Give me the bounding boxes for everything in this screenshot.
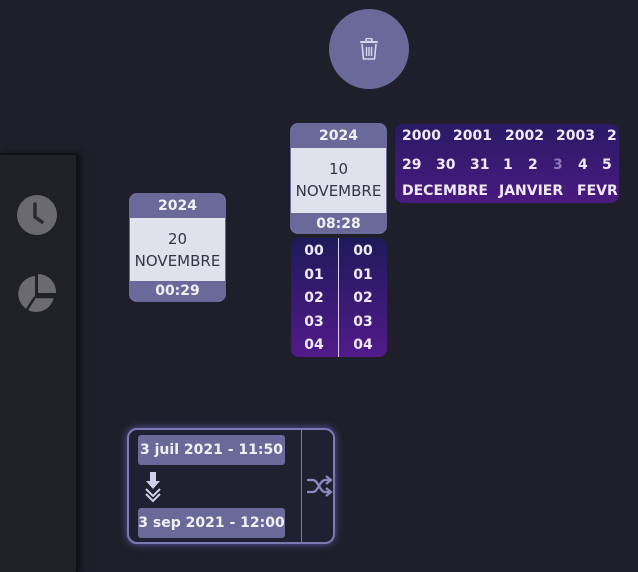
date-range-panel: 3 juil 2021 - 11:50 3 sep 2021 - 12:00 [127, 428, 335, 544]
sidebar [0, 153, 78, 572]
minute-option[interactable]: 01 [353, 266, 373, 283]
hour-option[interactable]: 01 [304, 266, 324, 283]
clock-button[interactable] [16, 194, 58, 236]
time-picker-divider [338, 238, 339, 357]
day-option[interactable]: 5 [602, 157, 612, 173]
hour-option[interactable]: 02 [304, 290, 324, 306]
date-card-year: 2024 [130, 194, 225, 218]
minute-column[interactable]: 00 01 02 03 04 [340, 240, 386, 357]
month-option[interactable]: FEVR [577, 183, 618, 199]
month-option[interactable]: DECEMBRE [402, 183, 488, 199]
date-card-day: 10 [328, 160, 349, 178]
stats-button[interactable] [16, 273, 58, 315]
date-card[interactable]: 2024 20 NOVEMBRE 00:29 [129, 193, 226, 302]
date-picker[interactable]: 2000 2001 2002 2003 2 29 30 31 1 2 3 4 5… [395, 124, 619, 203]
trash-icon [360, 38, 378, 60]
hour-option[interactable]: 03 [304, 313, 324, 330]
date-card-selected[interactable]: 2024 10 NOVEMBRE 08:28 [290, 123, 387, 234]
range-end-date[interactable]: 3 sep 2021 - 12:00 [138, 508, 285, 538]
year-option[interactable]: 2 [607, 128, 617, 144]
hour-option[interactable]: 00 [304, 243, 324, 259]
date-card-time: 00:29 [130, 281, 225, 301]
day-option[interactable]: 29 [402, 157, 422, 173]
year-option[interactable]: 2003 [556, 128, 595, 144]
day-option[interactable]: 30 [436, 157, 456, 173]
range-divider [301, 430, 302, 542]
date-card-month: NOVEMBRE [134, 252, 221, 270]
date-card-year: 2024 [291, 124, 386, 148]
pie-chart-icon [18, 273, 57, 312]
month-option[interactable]: JANVIER [499, 183, 564, 199]
year-option[interactable]: 2001 [453, 128, 492, 144]
minute-option[interactable]: 00 [353, 243, 373, 259]
year-option[interactable]: 2002 [505, 128, 544, 144]
day-option-disabled: 3 [553, 157, 563, 173]
double-arrow-down-icon [145, 472, 161, 503]
time-picker[interactable]: 00 01 02 03 04 00 01 02 03 04 [291, 238, 387, 357]
minute-option[interactable]: 02 [353, 290, 373, 306]
range-start-date[interactable]: 3 juil 2021 - 11:50 [138, 435, 285, 465]
delete-button[interactable] [329, 9, 409, 89]
minute-option[interactable]: 04 [353, 337, 373, 353]
clock-icon [17, 195, 57, 235]
day-option[interactable]: 2 [528, 157, 538, 173]
day-option[interactable]: 31 [470, 157, 490, 173]
year-option[interactable]: 2000 [402, 128, 441, 144]
hour-column[interactable]: 00 01 02 03 04 [291, 240, 337, 357]
day-option[interactable]: 4 [578, 157, 588, 173]
date-card-day: 20 [167, 230, 188, 248]
date-card-time: 08:28 [291, 213, 386, 233]
shuffle-icon[interactable] [305, 472, 333, 500]
minute-option[interactable]: 03 [353, 313, 373, 330]
hour-option[interactable]: 04 [304, 337, 324, 353]
day-option[interactable]: 1 [503, 157, 513, 173]
date-card-month: NOVEMBRE [295, 182, 382, 200]
